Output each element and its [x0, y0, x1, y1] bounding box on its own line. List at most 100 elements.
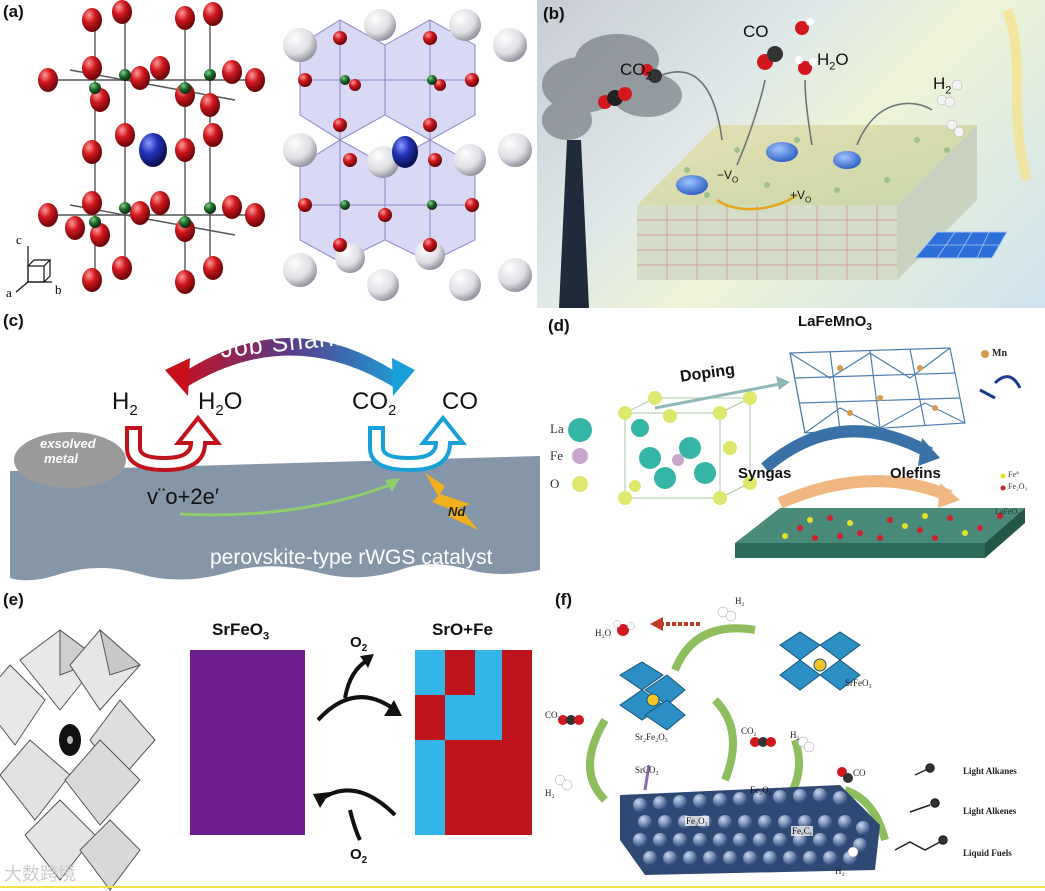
- b-vo-plus-label: +VO: [790, 188, 812, 205]
- b-site-atoms-left: [89, 69, 216, 228]
- srfeo3-looping-drawing: [554, 606, 948, 875]
- o2-release-arrowhead: [360, 654, 374, 668]
- white-atoms-right: [283, 9, 532, 301]
- f-h2-mid: H₂: [790, 730, 800, 740]
- a-site-atom-right: [392, 136, 418, 168]
- sr2fe2o5-crystal: [619, 661, 686, 731]
- f-molecules: [554, 606, 859, 858]
- catalyst-label: perovskite-type rWGS catalyst: [210, 546, 493, 569]
- panel-d: (d) LaFeMnO3 Doping La Fe O Mn Syngas Ol…: [540, 308, 1045, 588]
- h2-to-h2o-arrow: [125, 414, 223, 473]
- b-co-label: CO: [743, 22, 769, 41]
- rwgs-scheme-drawing: [542, 8, 1032, 308]
- light-alkanes-label: Light Alkanes: [963, 766, 1017, 776]
- srfeo3-block: [190, 650, 305, 835]
- panel-f: (f) H₂ H₂O SrFeO₃ CO₂ Sr₂Fe₂O₅ CO₂ H₂ CO…: [545, 590, 1045, 891]
- o2-bottom-label: O2: [350, 846, 368, 866]
- f-h2-left: H₂: [545, 788, 555, 798]
- panel-d-label: (d): [548, 316, 570, 335]
- co2-to-co-arrow: [368, 414, 468, 473]
- la-legend-label: La: [550, 421, 564, 436]
- axis-a-label: a: [6, 285, 12, 300]
- oxygen-ions: [979, 375, 1022, 400]
- chimney: [559, 140, 589, 308]
- f-h2-top: H₂: [735, 596, 745, 606]
- lafeo3-slab-side: [985, 508, 1025, 558]
- catalyst-slab: [637, 125, 977, 280]
- catalyst-slab: [10, 456, 540, 581]
- gray-octahedra: [0, 628, 156, 891]
- olefins-label: Olefins: [890, 465, 941, 482]
- f-srfeo3: SrFeO₃: [845, 678, 872, 688]
- b-h2o-label: H2O: [817, 50, 849, 73]
- panel-e-label: (e): [3, 590, 24, 609]
- panel-b-label: (b): [543, 4, 565, 23]
- f-fe3o4: Fe₃O₄: [750, 785, 772, 795]
- liquid-fuels-label: Liquid Fuels: [963, 848, 1012, 858]
- c-h2o-label: H2O: [198, 388, 243, 419]
- vacancy-arrow: [716, 193, 798, 211]
- legend-markers: [972, 473, 1006, 514]
- upper-arrowhead: [918, 438, 940, 466]
- vacancy-label: v¨o+2e′: [147, 484, 220, 509]
- fe-atoms: [572, 448, 684, 466]
- f-sr2fe2o5: Sr₂Fe₂O₅: [635, 732, 668, 742]
- cycle-arrows: [316, 658, 397, 841]
- doping-arrow: [654, 381, 786, 410]
- lower-arrowhead: [313, 792, 330, 808]
- co2-molecule: [598, 64, 662, 109]
- axis-c-label: c: [16, 232, 22, 247]
- doping-arrowhead: [776, 376, 790, 390]
- lafemno3-scheme-drawing: [568, 347, 1025, 558]
- syngas-to-olefins-upper-arrow: [761, 425, 933, 473]
- octahedra-right: [299, 19, 476, 263]
- srfeo3-crystal: [779, 631, 861, 691]
- red-arrowhead: [650, 617, 663, 631]
- f-co: CO: [853, 768, 866, 778]
- legend-fe0: Fe°: [1008, 470, 1020, 479]
- chemical-looping-drawing: [0, 628, 532, 891]
- panel-e: (e) SrFeO3 SrO+Fe O2 O2 大数跨境: [0, 590, 545, 891]
- panel-a: (a) c a b: [0, 0, 535, 305]
- f-fexcy: FeₓCᵧ: [791, 826, 813, 836]
- sro-fe-mosaic: [415, 650, 532, 835]
- c-co2-label: CO2: [352, 388, 397, 419]
- oxygen-atoms-right: [298, 31, 479, 252]
- f-co2-mid: CO₂: [741, 726, 757, 736]
- co-molecule: [757, 46, 783, 70]
- mn-atoms: [837, 350, 989, 416]
- job-sharing-arc: [175, 338, 405, 388]
- electron-transfer-arrow: [179, 481, 396, 517]
- srco3-arrow: [643, 764, 651, 791]
- legend-fe2o3: Fe₂O₃: [1008, 482, 1028, 491]
- c-h2-label: H2: [112, 388, 138, 419]
- panel-c-label: (c): [3, 311, 24, 330]
- b-co2-label: CO2: [620, 60, 652, 83]
- job-sharing-scheme-drawing: [10, 338, 540, 581]
- sunbeam: [1002, 8, 1032, 182]
- o-atoms: [572, 391, 757, 505]
- srfeo3-title: SrFeO3: [212, 620, 270, 643]
- panel-a-label: (a): [3, 2, 24, 21]
- process-arrows: [661, 71, 933, 166]
- syngas-label: Syngas: [738, 465, 792, 482]
- upper-arrowhead: [384, 700, 402, 716]
- smoke: [542, 34, 682, 140]
- axis-b-label: b: [55, 282, 62, 297]
- f-srco3: SrCO₃: [635, 765, 659, 775]
- perovskite-structure-drawing: [15, 0, 532, 301]
- lafeo3-slab-front: [735, 543, 985, 558]
- f-fe2o3: Fe₂O₃: [685, 816, 709, 826]
- syngas-to-olefins-lower-arrow: [777, 475, 953, 509]
- oxygen-atoms-left: [38, 0, 265, 294]
- f-co2-left: CO₂: [545, 710, 561, 720]
- nd-label: Nd: [448, 504, 466, 519]
- watermark: 大数跨境: [4, 864, 76, 884]
- lafemno3-title: LaFeMnO3: [798, 313, 872, 333]
- exsolved-metal-particle: [14, 432, 126, 488]
- la-atoms: [568, 418, 716, 489]
- h2o-molecule: [795, 18, 817, 75]
- o2-top-label: O2: [350, 634, 368, 654]
